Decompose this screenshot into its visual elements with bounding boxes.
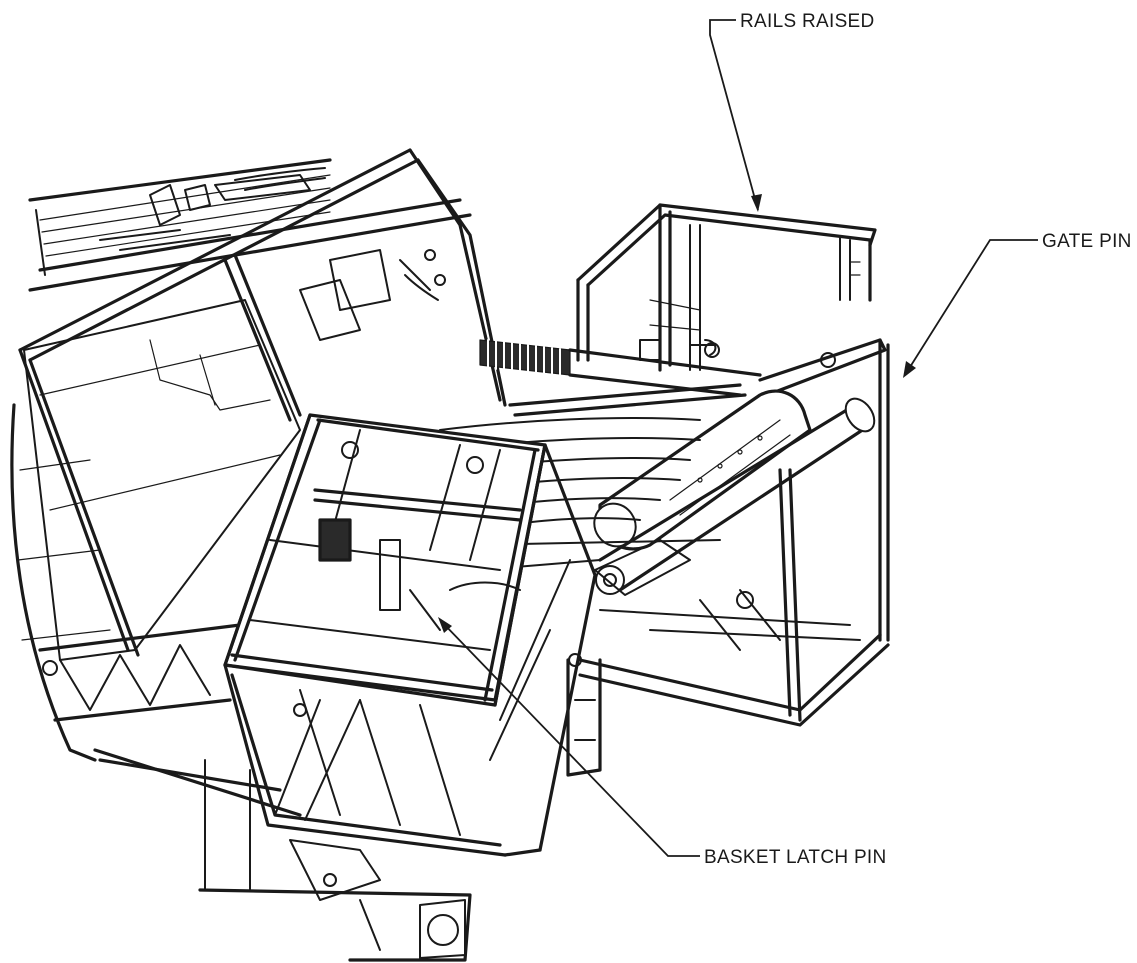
lower-left-truss bbox=[38, 623, 302, 891]
upper-left-frame bbox=[28, 158, 472, 292]
spring bbox=[479, 339, 762, 397]
callout-rails-raised: RAILS RAISED bbox=[709, 11, 875, 212]
left-tilted-frame bbox=[18, 148, 507, 657]
callout-gate-pin: GATE PIN bbox=[903, 231, 1132, 378]
roller bbox=[593, 389, 876, 596]
basket bbox=[223, 413, 597, 857]
callout-basket-latch-pin: BASKET LATCH PIN bbox=[438, 617, 887, 868]
label-rails-raised: RAILS RAISED bbox=[740, 11, 875, 32]
label-gate-pin: GATE PIN bbox=[1042, 231, 1132, 252]
rails-raised-cage bbox=[576, 203, 877, 372]
gate-frame bbox=[566, 338, 890, 777]
bottom-bracket bbox=[198, 839, 472, 962]
label-basket-latch-pin: BASKET LATCH PIN bbox=[704, 847, 887, 868]
